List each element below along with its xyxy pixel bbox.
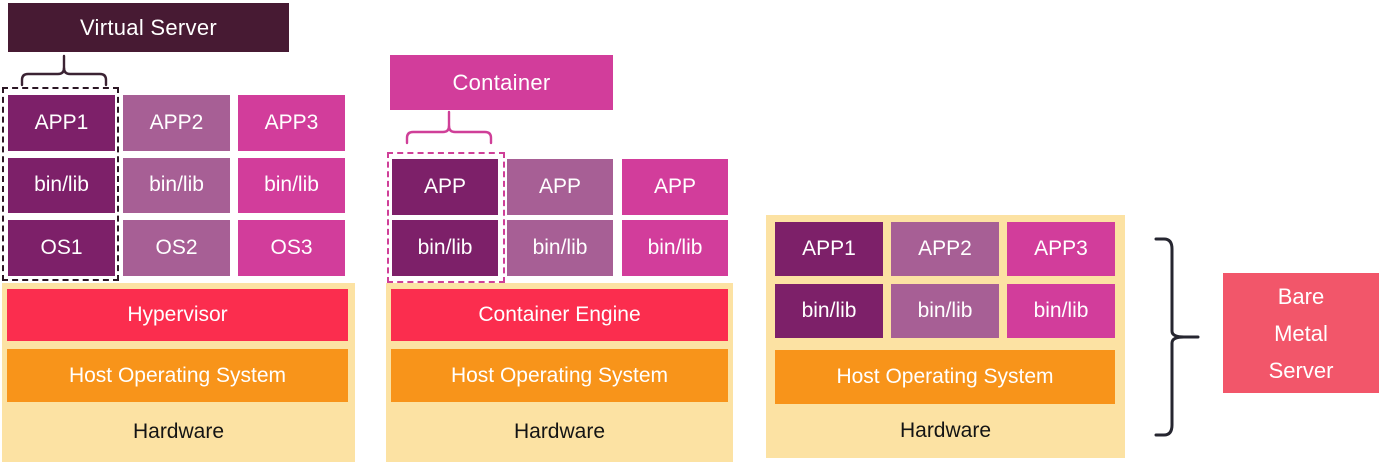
vm3-app-cell: APP3 — [238, 95, 345, 151]
vm3-os-cell: OS3 — [238, 220, 345, 276]
vm2-binlib-cell: bin/lib — [123, 157, 230, 214]
bm-binlib1-cell: bin/lib — [775, 284, 883, 338]
container-engine-layer: Container Engine — [391, 289, 728, 341]
container3-binlib-cell: bin/lib — [622, 220, 728, 276]
container2-binlib-cell: bin/lib — [507, 220, 613, 276]
bm-app1-cell: APP1 — [775, 222, 883, 276]
virtual-machine-unit-outline — [2, 87, 119, 281]
host-os-layer-col3: Host Operating System — [775, 350, 1115, 404]
container1-binlib-cell: bin/lib — [392, 220, 498, 276]
hardware-label-col3: Hardware — [899, 419, 992, 442]
vm2-os-cell: OS2 — [123, 220, 230, 276]
virtual-server-title: Virtual Server — [8, 3, 289, 52]
container-stack-grid: APP APP APP bin/lib bin/lib bin/lib — [392, 159, 728, 276]
bm-binlib3-cell: bin/lib — [1007, 284, 1115, 338]
host-os-layer-col1: Host Operating System — [7, 349, 348, 402]
vm2-app-cell: APP2 — [123, 95, 230, 151]
bm-binlib2-cell: bin/lib — [891, 284, 999, 338]
hardware-label-col2: Hardware — [513, 420, 606, 443]
bm-app2-cell: APP2 — [891, 222, 999, 276]
bare-metal-server-callout: Bare Metal Server — [1223, 273, 1379, 393]
vm1-os-cell: OS1 — [8, 220, 115, 276]
virtual-server-callout-bracket-icon — [20, 54, 108, 87]
bare-metal-server-label: Bare Metal Server — [1268, 283, 1334, 383]
container-callout-bracket-icon — [405, 110, 493, 145]
host-os-layer-col2: Host Operating System — [391, 349, 728, 402]
vm3-binlib-cell: bin/lib — [238, 157, 345, 214]
hardware-label-col1: Hardware — [132, 420, 225, 443]
bare-metal-stack-grid: APP1 APP2 APP3 bin/lib bin/lib bin/lib — [775, 222, 1115, 338]
virtual-server-stack-grid: APP1 APP2 APP3 bin/lib bin/lib bin/lib O… — [8, 95, 345, 276]
container-unit-outline — [387, 152, 505, 283]
container3-app-cell: APP — [622, 159, 728, 215]
grouping-brace-icon — [1154, 237, 1200, 437]
vm1-binlib-cell: bin/lib — [8, 157, 115, 214]
vm1-app-cell: APP1 — [8, 95, 115, 151]
bm-app3-cell: APP3 — [1007, 222, 1115, 276]
container2-app-cell: APP — [507, 159, 613, 215]
container1-app-cell: APP — [392, 159, 498, 215]
container-title: Container — [390, 55, 613, 110]
hypervisor-layer: Hypervisor — [7, 289, 348, 341]
